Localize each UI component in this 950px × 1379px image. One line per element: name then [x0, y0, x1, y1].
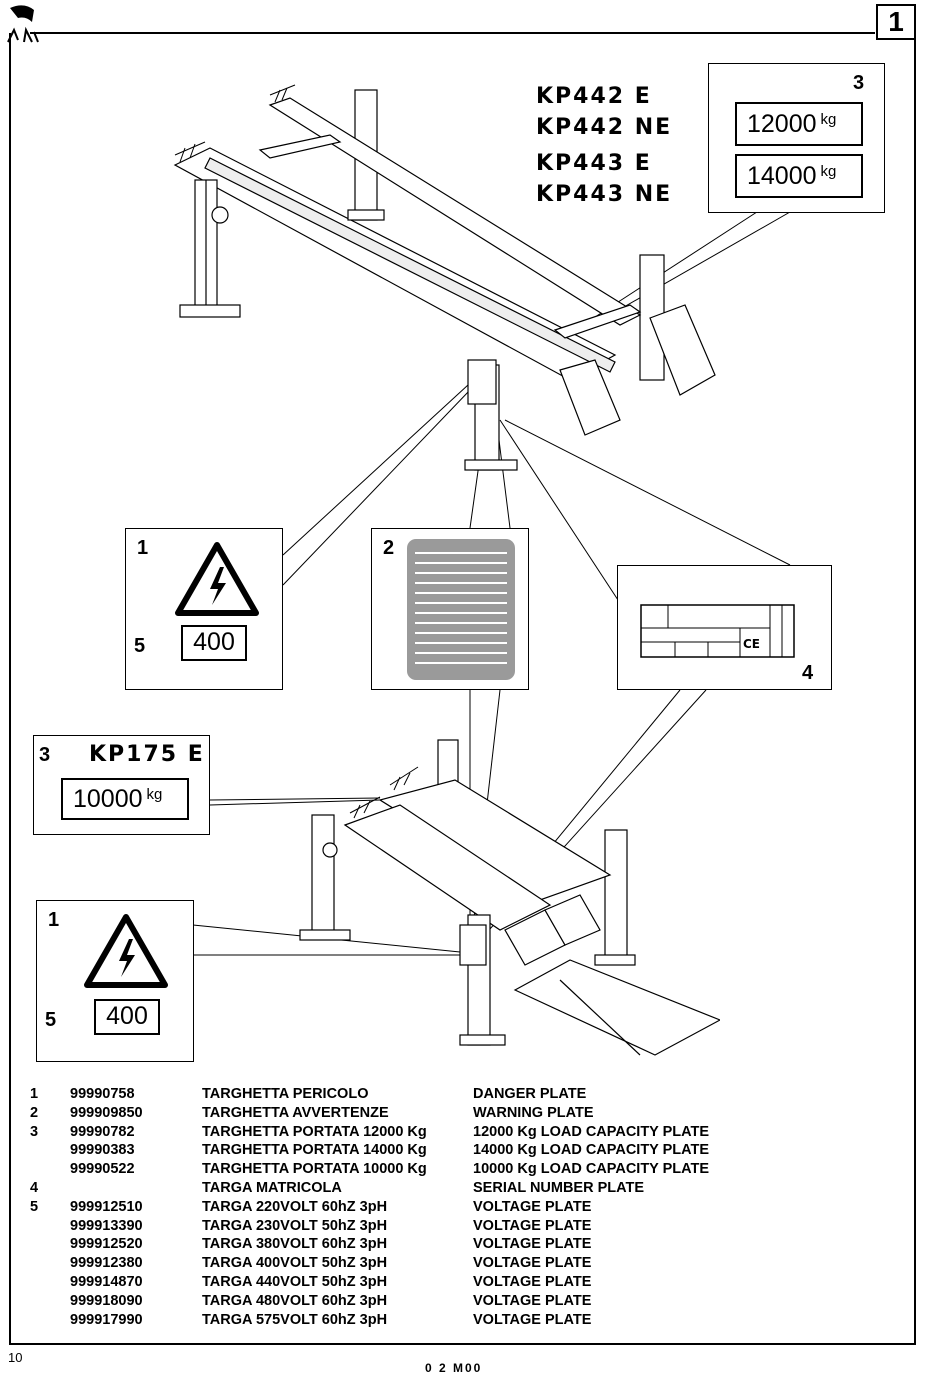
legend-code: 999912520: [70, 1236, 143, 1253]
legend-code: 999917990: [70, 1311, 143, 1328]
legend-english: VOLTAGE PLATE: [473, 1255, 592, 1272]
legend-italian: TARGA 400VOLT 50hZ 3pH: [202, 1255, 388, 1272]
legend-english: VOLTAGE PLATE: [473, 1292, 592, 1309]
legend-italian: TARGA 480VOLT 60hZ 3pH: [202, 1292, 388, 1309]
high-voltage-warning-icon: [84, 914, 168, 988]
legend-italian: TARGA 220VOLT 60hZ 3pH: [202, 1198, 388, 1215]
capacity-value: 12000: [747, 110, 817, 138]
upper-lift-drawing: [173, 84, 716, 471]
legend-english: 14000 Kg LOAD CAPACITY PLATE: [473, 1142, 710, 1159]
legend-english: VOLTAGE PLATE: [473, 1236, 592, 1253]
legend-english: VOLTAGE PLATE: [473, 1198, 592, 1215]
lower-lift-drawing: [299, 739, 720, 1056]
brand-logo-icon: [7, 5, 39, 43]
document-code: 0 2 M00: [425, 1361, 483, 1375]
callout-danger-upper: 1 5 400: [125, 528, 283, 690]
legend-index: 5: [30, 1198, 39, 1215]
legend-code: 999914870: [70, 1273, 143, 1290]
legend-english: WARNING PLATE: [473, 1104, 594, 1121]
page-frame: [9, 33, 916, 1345]
page-footer-number: 10: [8, 1350, 23, 1365]
callout-number: 2: [383, 537, 395, 559]
model-label: KP443 E: [536, 151, 652, 176]
legend-code: 999912510: [70, 1198, 143, 1215]
legend-italian: TARGHETTA AVVERTENZE: [202, 1104, 389, 1121]
model-label: KP442 E: [536, 84, 652, 109]
voltage-plate: 400: [181, 625, 247, 661]
model-label: KP175 E: [89, 742, 205, 767]
callout-number: 3: [853, 72, 865, 94]
legend-index: 1: [30, 1086, 39, 1102]
callout-danger-lower: 1 5 400: [36, 900, 194, 1062]
legend-english: VOLTAGE PLATE: [473, 1311, 592, 1328]
legend-english: DANGER PLATE: [473, 1086, 587, 1102]
callout-number: 5: [45, 1009, 57, 1031]
legend-english: VOLTAGE PLATE: [473, 1217, 592, 1234]
capacity-value: 10000: [73, 785, 143, 813]
legend-code: 99990782: [70, 1123, 135, 1140]
capacity-value: 14000: [747, 162, 817, 190]
model-label: KP442 NE: [536, 115, 673, 140]
legend-code: 999913390: [70, 1217, 143, 1234]
legend-code: 999912380: [70, 1255, 143, 1272]
legend-italian: TARGHETTA PERICOLO: [202, 1086, 369, 1102]
legend-index: 4: [30, 1179, 39, 1196]
legend-code: 999909850: [70, 1104, 143, 1121]
warning-plate-icon: [407, 539, 515, 680]
legend-italian: TARGA 440VOLT 50hZ 3pH: [202, 1273, 388, 1290]
legend-code: 99990758: [70, 1086, 135, 1102]
legend-english: VOLTAGE PLATE: [473, 1273, 592, 1290]
callout-number: 3: [39, 744, 51, 766]
callout-number: 5: [134, 635, 146, 657]
callout-number: 1: [137, 537, 149, 559]
capacity-unit: kg: [146, 786, 163, 803]
legend-english: 10000 Kg LOAD CAPACITY PLATE: [473, 1161, 710, 1178]
serial-number-plate-icon: CE: [640, 604, 795, 658]
callout-warning-plate: 2: [371, 528, 529, 690]
legend-italian: TARGHETTA PORTATA 14000 Kg: [202, 1142, 427, 1159]
svg-text:CE: CE: [743, 637, 760, 651]
legend-italian: TARGA 575VOLT 60hZ 3pH: [202, 1311, 388, 1328]
voltage-plate: 400: [94, 999, 160, 1035]
callout-number: 4: [802, 662, 814, 684]
model-label: KP443 NE: [536, 182, 673, 207]
legend-english: 12000 Kg LOAD CAPACITY PLATE: [473, 1123, 710, 1140]
legend-italian: TARGA 230VOLT 50hZ 3pH: [202, 1217, 388, 1234]
legend-code: 999918090: [70, 1292, 143, 1309]
capacity-unit: kg: [820, 111, 837, 128]
legend-italian: TARGHETTA PORTATA 10000 Kg: [202, 1161, 427, 1178]
legend-english: SERIAL NUMBER PLATE: [473, 1179, 645, 1196]
capacity-unit: kg: [820, 163, 837, 180]
legend-code: 99990383: [70, 1142, 135, 1159]
legend-italian: TARGHETTA PORTATA 12000 Kg: [202, 1123, 427, 1140]
legend-index: 2: [30, 1104, 39, 1121]
legend-index: 3: [30, 1123, 39, 1140]
legend-italian: TARGA MATRICOLA: [202, 1179, 342, 1196]
legend-italian: TARGA 380VOLT 60hZ 3pH: [202, 1236, 388, 1253]
high-voltage-warning-icon: [175, 542, 259, 616]
legend-code: 99990522: [70, 1161, 135, 1178]
page-number-box: 1: [876, 4, 916, 40]
callout-serial-plate: CE 4: [617, 565, 832, 690]
header-rule: [30, 32, 875, 34]
callout-number: 1: [48, 909, 60, 931]
